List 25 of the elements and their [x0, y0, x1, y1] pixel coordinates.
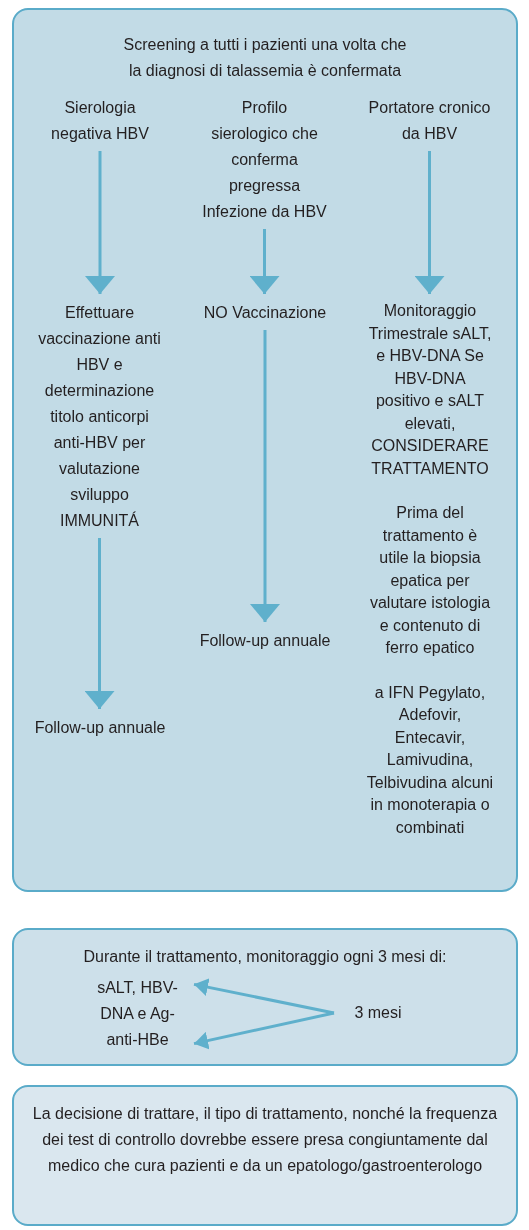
step-text: Profilo sierologico che conferma pregressa Infezione da HBV: [202, 95, 327, 225]
step-text: 3 mesi: [338, 1000, 418, 1026]
panel-box: [12, 8, 518, 892]
arrow: [193, 1011, 335, 1050]
panel-heading: Durante il trattamento, monitoraggio ogni 3 mesi di:: [82, 947, 448, 967]
step-text: sALT, HBV-DNA e Ag-anti-HBe: [85, 975, 190, 1053]
step-text: NO Vaccinazione: [190, 300, 340, 326]
arrow: [414, 151, 445, 294]
arrow: [250, 330, 280, 622]
step-text: a IFN Pegylato, Adefovir, Entecavir, Lamivudina, Telbivudina alcuni in monoterapia o combinati: [366, 682, 494, 838]
panel-heading: La decisione di trattare, il tipo di trattamento, nonché la frequenza dei test di controllo dovrebbe essere presa congiuntamente dal medico che cura pazienti e da un epatologo/gastroenterologo: [31, 1104, 499, 1176]
step-text: Effettuare vaccinazione anti HBV e determinazione titolo anticorpi anti-HBV per valutazione sviluppo IMMUNITÁ: [37, 300, 162, 534]
step-text: Monitoraggio Trimestrale sALT, e HBV-DNA Se HBV-DNA positivo e sALT elevati, CONSIDERARE TRATTAMENTO: [367, 301, 493, 479]
arrow: [85, 151, 115, 294]
step-text: Portatore cronico da HBV: [362, 95, 497, 147]
panel-heading: Screening a tutti i pazienti una volta che la diagnosi di talassemia è confermata: [122, 35, 408, 81]
arrow: [84, 538, 115, 709]
panel-box: [12, 1085, 518, 1226]
step-text: Follow-up annuale: [30, 715, 170, 741]
arrow: [193, 978, 335, 1015]
step-text: Prima del trattamento è utile la biopsia epatica per valutare istologia e contenuto di ferro epatico: [368, 503, 492, 658]
step-text: Follow-up annuale: [190, 628, 340, 654]
step-text: Sierologia negativa HBV: [40, 95, 160, 147]
arrow: [249, 229, 280, 294]
panel-box: [12, 928, 518, 1066]
